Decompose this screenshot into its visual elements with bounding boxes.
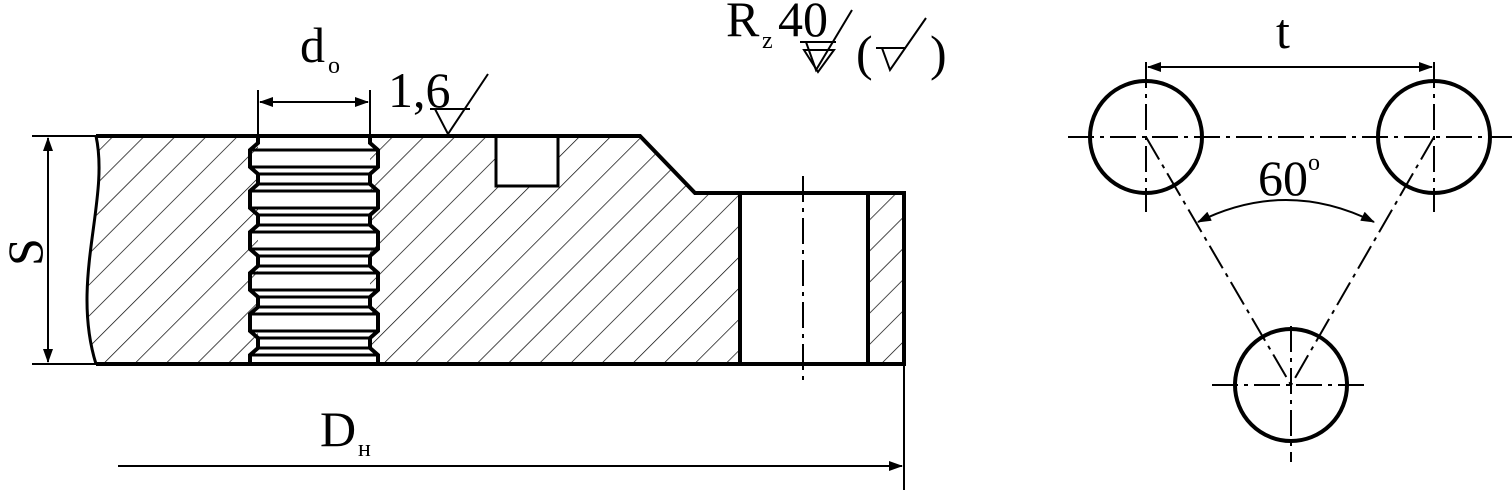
- pitch-label: t: [1276, 3, 1290, 59]
- general-roughness-triangle: [802, 49, 836, 74]
- thickness-label: S: [0, 238, 53, 266]
- break-line: [85, 135, 101, 365]
- bore-diameter-subscript: o: [328, 53, 340, 79]
- section-view: d o 1,6 S D н R z 40 ( ): [0, 0, 947, 490]
- plate-outline: [96, 134, 906, 366]
- general-roughness-paren-open: (: [856, 25, 873, 81]
- bore-roughness-symbol: [434, 73, 489, 136]
- plate-section-middle: [370, 136, 740, 364]
- general-roughness-paren-close: ): [930, 25, 947, 81]
- general-roughness-value: 40: [778, 0, 828, 47]
- groove-slot: [494, 134, 560, 188]
- general-roughness-symbol-R: R: [726, 0, 760, 47]
- general-roughness-subscript: z: [762, 28, 773, 54]
- pattern-right-radial: [1290, 136, 1435, 386]
- angle-value: 60: [1258, 150, 1308, 206]
- thread-crest-lines: [250, 148, 378, 357]
- outer-diameter-label: D: [320, 401, 356, 457]
- bore-diameter-label: d: [300, 17, 325, 73]
- angle-unit: o: [1308, 150, 1320, 176]
- angle-arc: [1197, 199, 1375, 223]
- pattern-left-radial: [1145, 136, 1292, 386]
- hole-pattern-view: t 60 o: [1068, 3, 1512, 462]
- plate-section-right: [868, 193, 904, 364]
- plate-section-left: [86, 136, 258, 364]
- outer-diameter-subscript: н: [358, 436, 371, 462]
- general-roughness-check-small: [876, 17, 927, 73]
